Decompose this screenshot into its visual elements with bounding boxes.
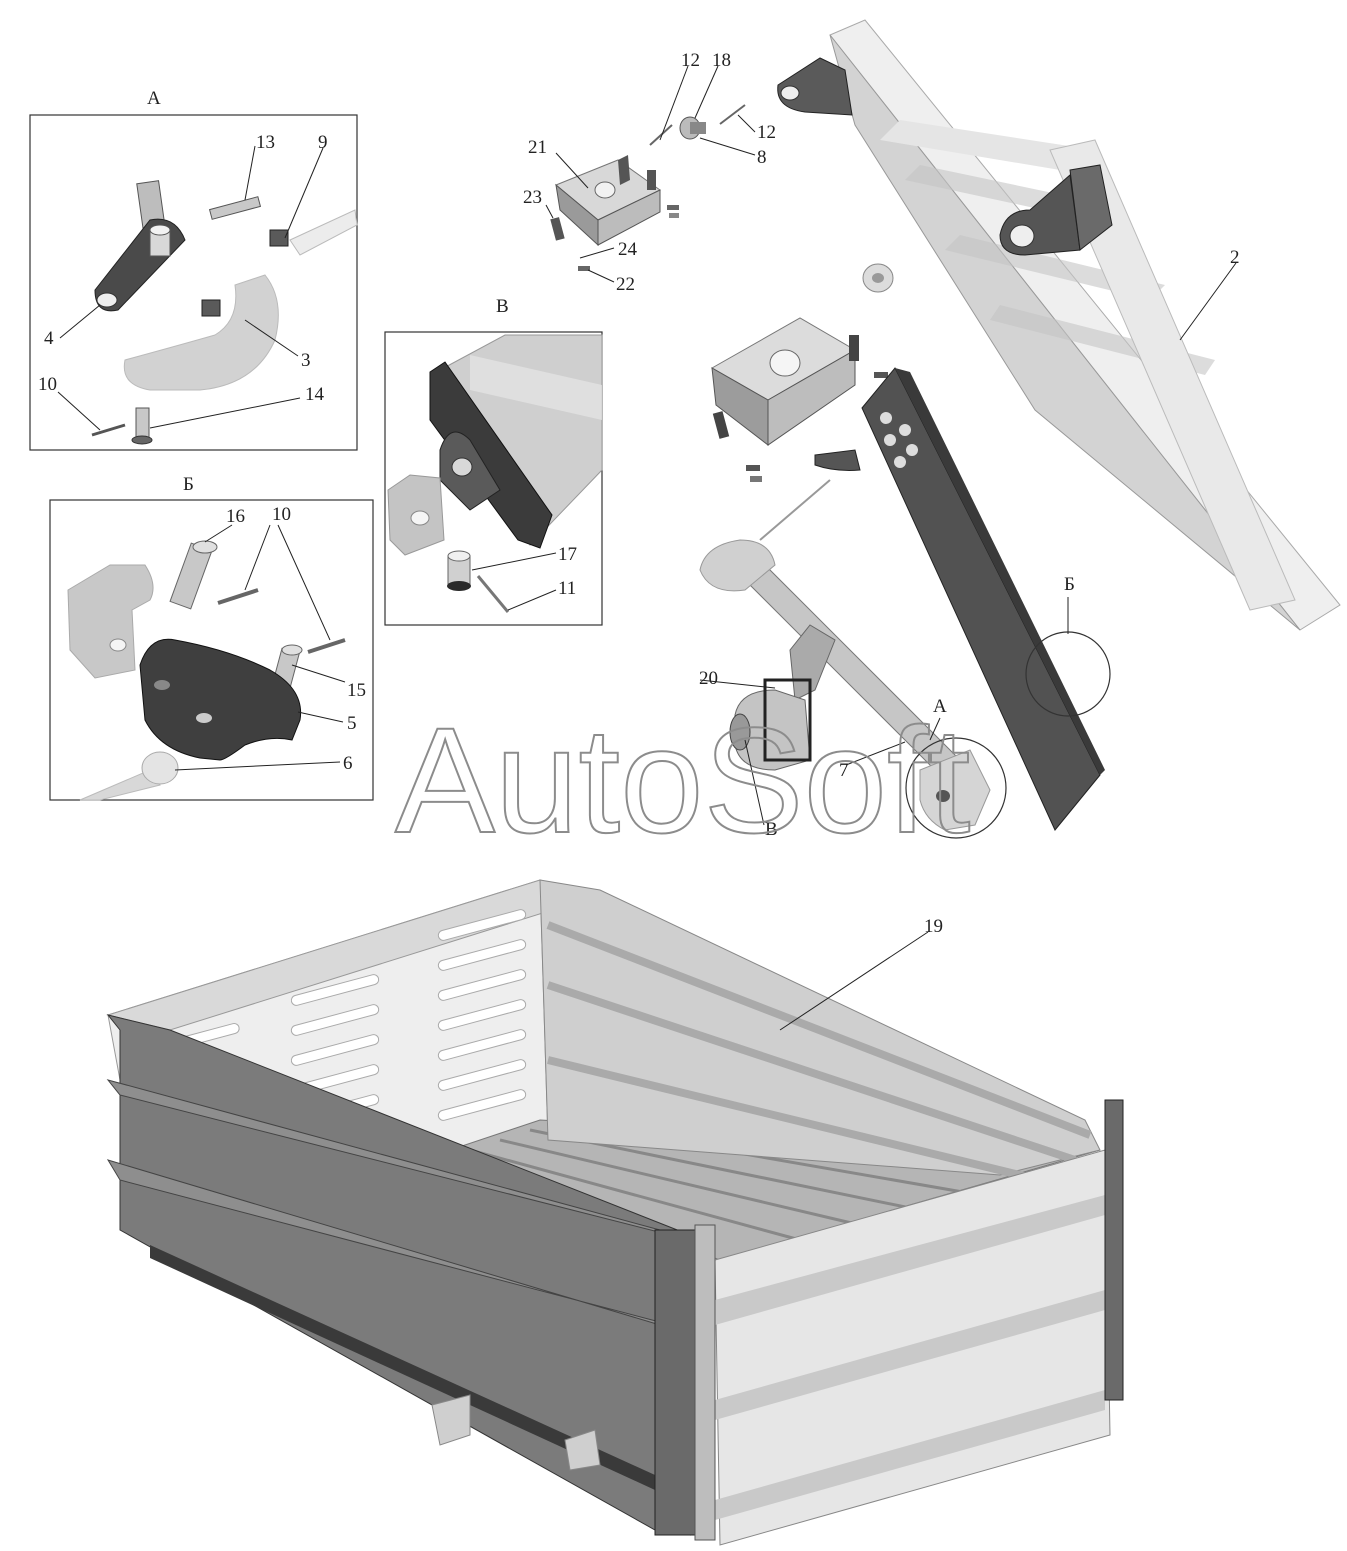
leader-9 xyxy=(284,147,324,239)
lock-mechanism xyxy=(699,317,1105,831)
callout-11: 11 xyxy=(558,578,576,599)
callout-22: 22 xyxy=(616,274,635,295)
leader-5 xyxy=(297,711,344,723)
detail-marker-v: В xyxy=(765,819,778,840)
detail-view-v: В 17 11 xyxy=(384,296,603,626)
callout-16: 16 xyxy=(226,506,245,527)
block-part-9b xyxy=(201,299,221,317)
detail-title-a: А xyxy=(147,88,161,109)
pin-part-14 xyxy=(131,407,153,445)
callout-17: 17 xyxy=(558,544,577,565)
callout-7: 7 xyxy=(839,760,849,781)
callout-8: 8 xyxy=(757,147,767,168)
leader-23 xyxy=(545,204,554,219)
split-pin-part-10c xyxy=(307,638,346,654)
callout-13: 13 xyxy=(256,132,275,153)
leader-14 xyxy=(149,397,301,429)
callout-15: 15 xyxy=(347,680,366,701)
mount-assembly-small xyxy=(550,104,746,271)
detail-frame-v xyxy=(384,331,603,626)
rod-stub xyxy=(289,209,358,256)
leader-21 xyxy=(555,152,589,189)
callout-9: 9 xyxy=(318,132,328,153)
leader-7 xyxy=(845,741,906,766)
callout-10a: 10 xyxy=(38,374,57,395)
callout-2: 2 xyxy=(1230,247,1240,268)
callout-10b: 10 xyxy=(272,504,291,525)
leader-11 xyxy=(507,589,557,611)
leader-3 xyxy=(244,319,299,357)
leader-16 xyxy=(204,524,233,543)
detail-marker-b: Б xyxy=(1064,574,1075,595)
leader-marker-a xyxy=(929,717,941,741)
block-part-9 xyxy=(269,229,289,247)
leader-13 xyxy=(244,145,256,201)
split-pin-part-11 xyxy=(476,575,510,613)
callout-23: 23 xyxy=(523,187,542,208)
watermark-text: AutoSoft xyxy=(395,696,970,864)
leader-marker-v xyxy=(744,739,765,826)
callout-14: 14 xyxy=(305,384,325,405)
callout-18: 18 xyxy=(712,50,731,71)
leader-17 xyxy=(471,552,557,571)
pin-part-17 xyxy=(447,550,471,591)
leader-18 xyxy=(694,65,719,119)
cargo-body-part-19 xyxy=(106,879,1124,1546)
detail-view-b: Б 16 10 15 5 6 xyxy=(49,474,374,801)
detail-frame-a xyxy=(29,114,358,451)
leader-15 xyxy=(291,664,346,683)
leader-24 xyxy=(579,247,615,259)
detail-view-a: А 13 9 4 3 10 xyxy=(29,88,358,451)
rod-part-6 xyxy=(79,769,161,801)
detail-circle-a xyxy=(905,737,1007,839)
leader-10a xyxy=(57,391,101,431)
callout-19: 19 xyxy=(924,916,943,937)
split-pin-part-10 xyxy=(91,423,126,437)
callout-20: 20 xyxy=(699,668,718,689)
callout-4: 4 xyxy=(44,328,54,349)
detail-marker-a: А xyxy=(933,696,947,717)
leader-8 xyxy=(699,137,756,156)
bracket-part xyxy=(67,564,154,679)
cam-part-5 xyxy=(139,638,302,761)
callout-24: 24 xyxy=(618,239,638,260)
cam-part-3 xyxy=(123,274,279,391)
detail-frame-b xyxy=(49,499,374,801)
tailgate-part-2 xyxy=(777,19,1341,631)
leader-22 xyxy=(587,269,615,283)
lever-part-4 xyxy=(94,180,186,312)
detail-title-b: Б xyxy=(183,474,194,495)
leader-2 xyxy=(1179,262,1237,341)
callout-3: 3 xyxy=(301,350,311,371)
split-pin-part-10b xyxy=(217,588,259,605)
callout-12a: 12 xyxy=(681,50,700,71)
leader-12a xyxy=(659,65,689,141)
pin-part-13 xyxy=(208,196,262,220)
callout-21: 21 xyxy=(528,137,547,158)
detail-title-v: В xyxy=(496,296,509,317)
pin-part-16 xyxy=(169,540,218,610)
cylinder-flange xyxy=(429,361,553,549)
leader-12b xyxy=(737,114,756,133)
callout-5: 5 xyxy=(347,713,357,734)
leader-6 xyxy=(174,761,341,771)
leader-10b xyxy=(244,524,331,641)
callout-6: 6 xyxy=(343,753,353,774)
callout-12b: 12 xyxy=(757,122,776,143)
leader-4 xyxy=(59,304,101,339)
leader-20 xyxy=(699,679,776,689)
leader-19 xyxy=(779,931,929,1031)
